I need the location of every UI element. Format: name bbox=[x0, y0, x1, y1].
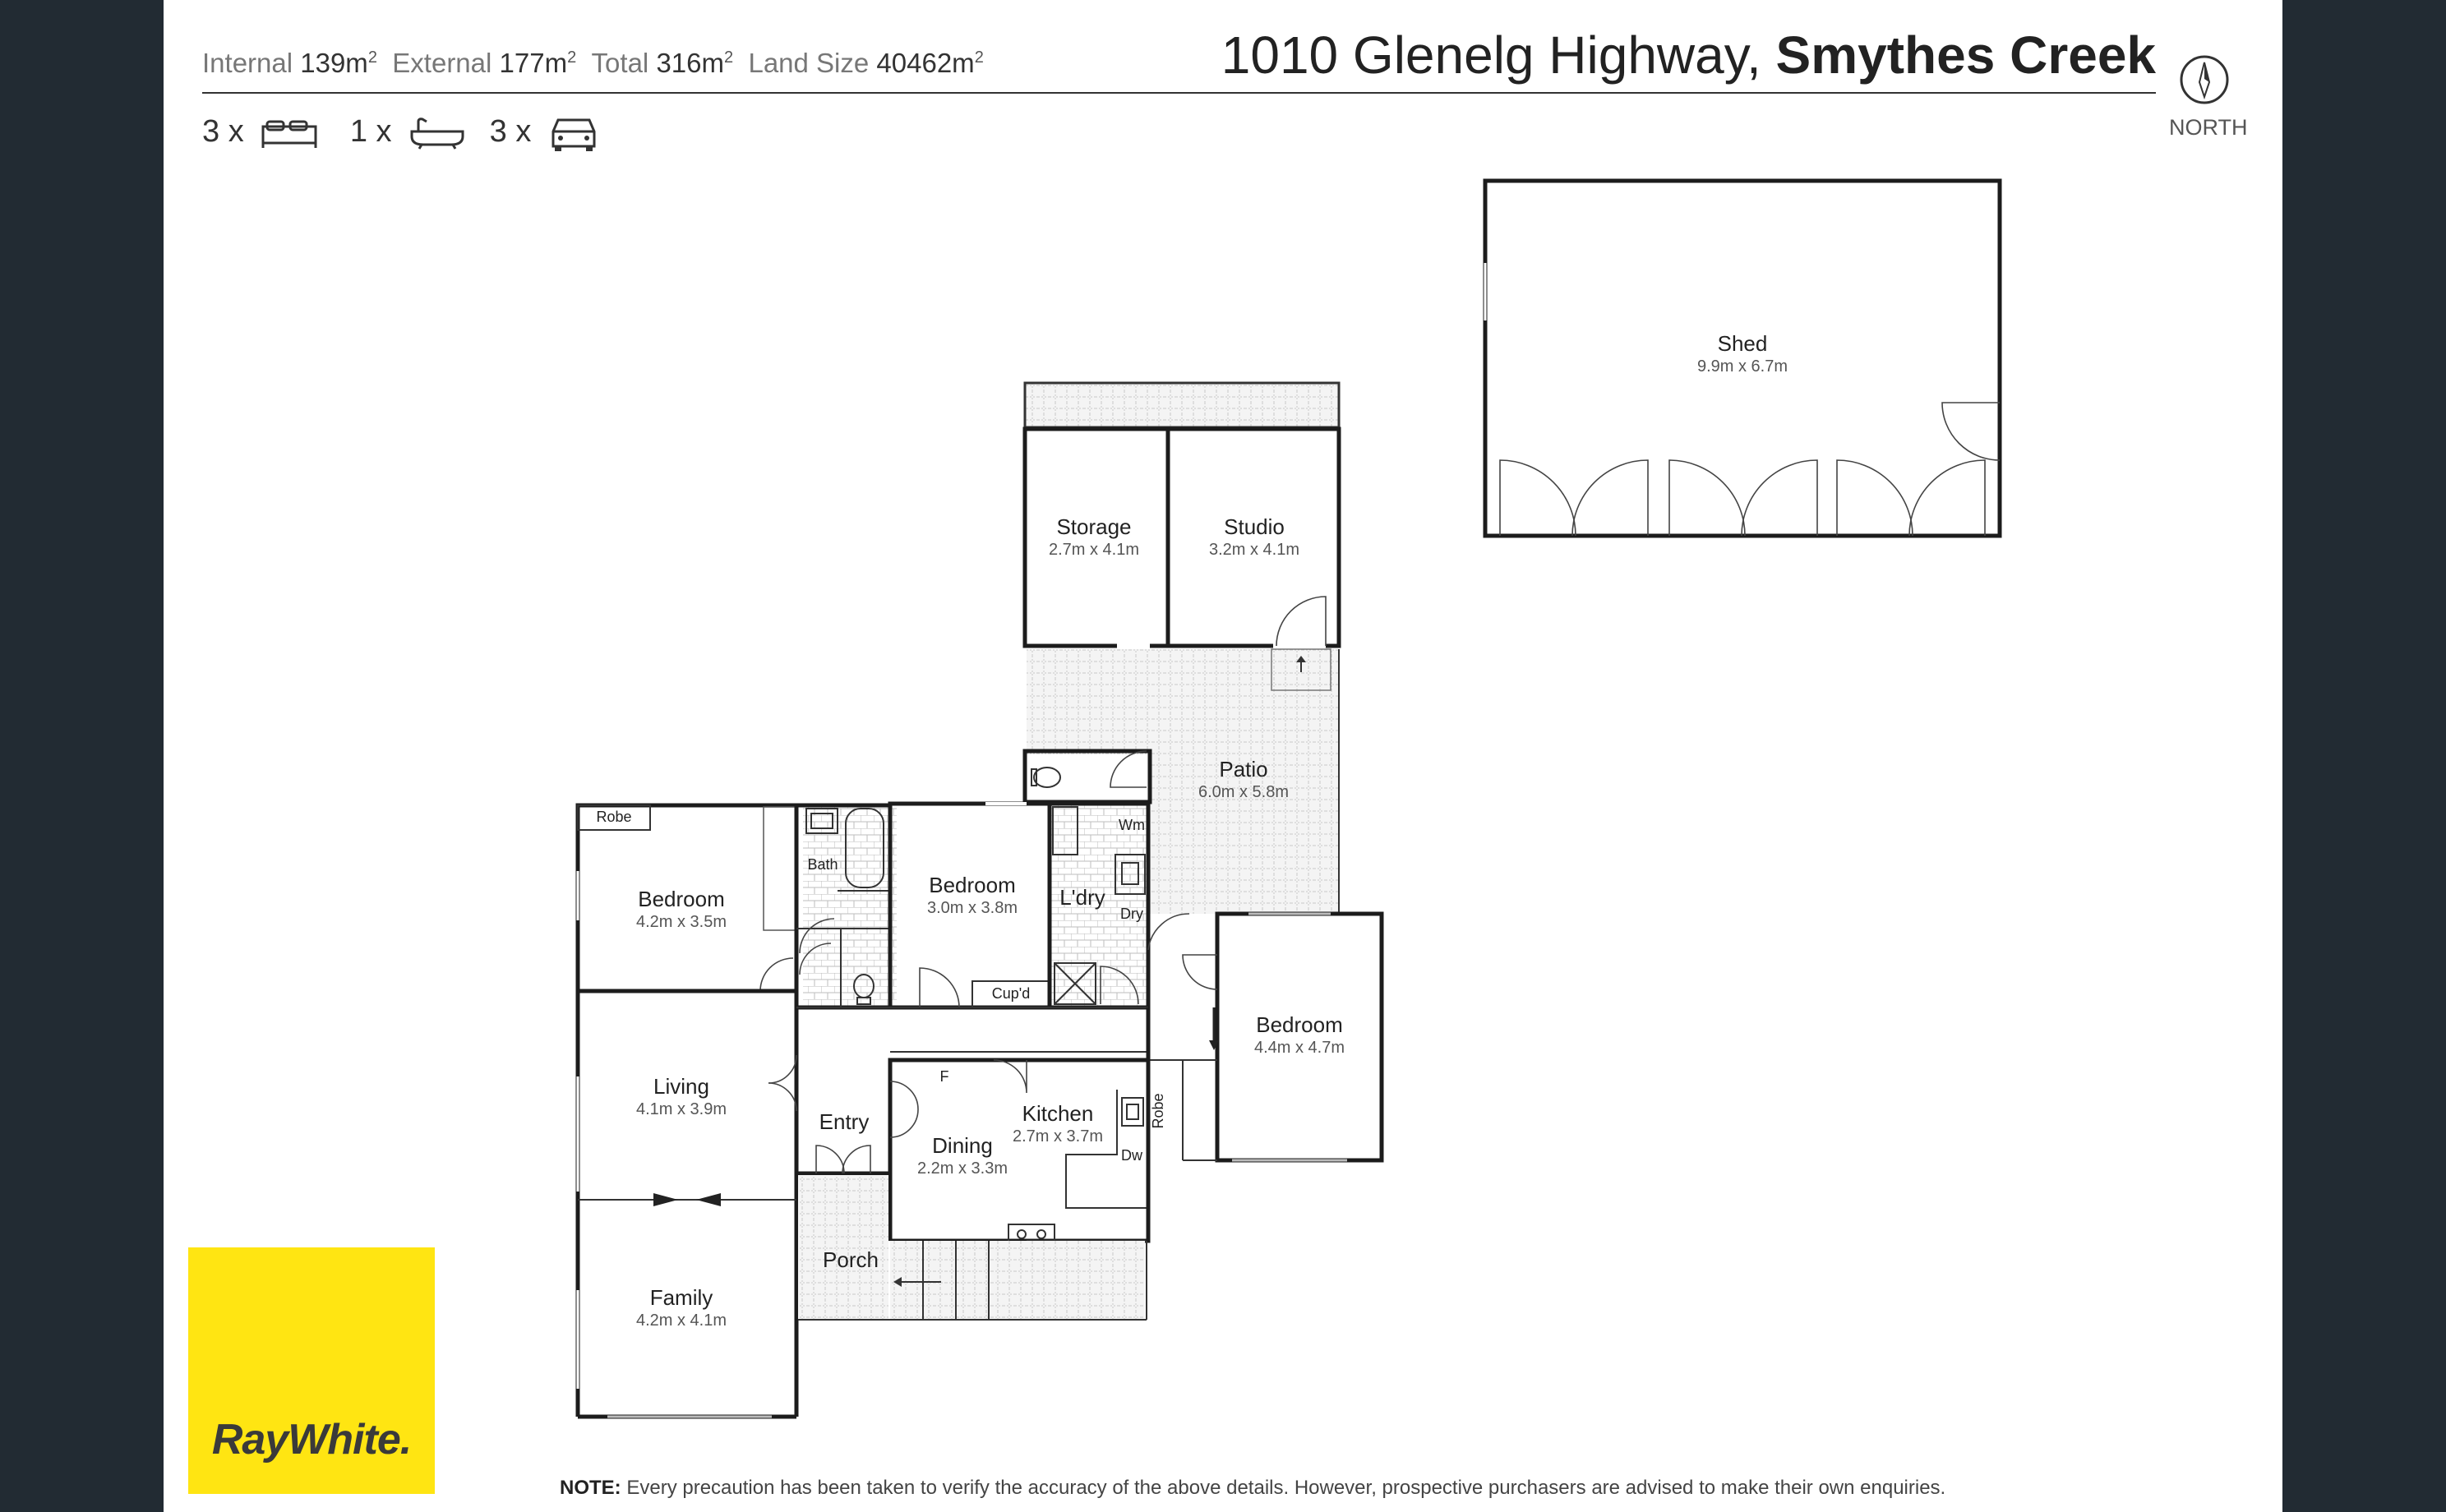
room-kitchen-name: Kitchen bbox=[1022, 1101, 1094, 1126]
patio-area bbox=[1027, 649, 1339, 914]
room-bedroom-centre-dims: 3.0m x 3.8m bbox=[927, 899, 1018, 917]
room-studio-dims: 3.2m x 4.1m bbox=[1209, 541, 1299, 559]
room-storage-name: Storage bbox=[1056, 514, 1131, 539]
room-living-name: Living bbox=[653, 1074, 709, 1099]
room-bedroom-west-name: Bedroom bbox=[638, 887, 725, 911]
raywhite-logo: RayWhite. bbox=[188, 1247, 435, 1494]
room-shed-name: Shed bbox=[1718, 331, 1768, 356]
bath-icon bbox=[410, 118, 464, 150]
robe-east-label: Robe bbox=[1150, 1093, 1166, 1128]
storage-studio-block: Storage 2.7m x 4.1m Studio 3.2m x 4.1m bbox=[1022, 426, 1341, 648]
area-stats: Internal 139m2 External 177m2 Total 316m… bbox=[202, 48, 984, 79]
room-kitchen-dims: 2.7m x 3.7m bbox=[1013, 1127, 1103, 1146]
room-dining-name: Dining bbox=[932, 1133, 993, 1158]
room-storage-dims: 2.7m x 4.1m bbox=[1049, 541, 1139, 559]
stat-land-label: Land Size bbox=[748, 48, 870, 78]
room-family-dims: 4.2m x 4.1m bbox=[636, 1311, 727, 1330]
room-bedroom-east-name: Bedroom bbox=[1256, 1012, 1343, 1037]
note-label: NOTE: bbox=[560, 1477, 621, 1499]
car-count: 3 x bbox=[489, 114, 532, 150]
floor-plan-sheet: Internal 139m2 External 177m2 Total 316m… bbox=[164, 0, 2282, 1512]
room-living-dims: 4.1m x 3.9m bbox=[636, 1100, 727, 1118]
stat-total-sup: 2 bbox=[724, 48, 734, 67]
stat-internal-sup: 2 bbox=[367, 48, 377, 67]
raywhite-logo-text: RayWhite. bbox=[211, 1416, 412, 1464]
north-compass-icon bbox=[2180, 55, 2229, 104]
room-bedroom-west-dims: 4.2m x 3.5m bbox=[636, 913, 727, 931]
note-text: Every precaution has been taken to verif… bbox=[626, 1477, 1946, 1499]
disclaimer-note: NOTE: Every precaution has been taken to… bbox=[560, 1477, 1945, 1500]
toilet-room bbox=[1022, 749, 1152, 804]
stat-external-sup: 2 bbox=[567, 48, 577, 67]
bed-icon bbox=[261, 120, 317, 148]
dryer-label: Dry bbox=[1120, 906, 1143, 922]
cupboard-label: Cup'd bbox=[992, 985, 1030, 1002]
room-patio-dims: 6.0m x 5.8m bbox=[1198, 783, 1289, 801]
room-entry-name: Entry bbox=[819, 1109, 870, 1134]
shed: Shed 9.9m x 6.7m bbox=[1483, 178, 2002, 538]
room-bedroom-east-dims: 4.4m x 4.7m bbox=[1254, 1039, 1345, 1057]
address-suburb: Smythes Creek bbox=[1775, 25, 2156, 85]
room-patio-name: Patio bbox=[1219, 757, 1267, 781]
feature-counts: 3 x 1 x 3 x bbox=[202, 113, 599, 153]
washing-machine-label: Wm bbox=[1119, 817, 1145, 833]
property-address: 1010 Glenelg Highway, Smythes Creek bbox=[1221, 25, 2156, 85]
floor-plan-drawing: Shed 9.9m x 6.7m Patio 6.0m x 5.8m Stora… bbox=[575, 178, 2002, 1419]
car-icon bbox=[552, 118, 596, 151]
stat-total-label: Total bbox=[591, 48, 649, 78]
address-street: 1010 Glenelg Highway, bbox=[1221, 25, 1761, 85]
room-bedroom-centre-name: Bedroom bbox=[929, 873, 1016, 897]
house-walls: Robe Bedroom 4.2m x 3.5m Bath Cup'd bbox=[575, 801, 1384, 1419]
stat-internal-value: 139m bbox=[300, 48, 368, 78]
stat-external-label: External bbox=[392, 48, 492, 78]
bathroom-area bbox=[803, 805, 897, 1007]
room-dining-dims: 2.2m x 3.3m bbox=[917, 1159, 1008, 1178]
header-rule bbox=[202, 92, 2156, 94]
bathroom-count: 1 x bbox=[349, 114, 392, 150]
room-laundry-name: L'dry bbox=[1059, 885, 1105, 910]
fridge-label: F bbox=[940, 1068, 949, 1085]
stat-land-value: 40462m bbox=[876, 48, 975, 78]
north-label: NORTH bbox=[2169, 115, 2248, 140]
robe-label: Robe bbox=[596, 809, 631, 825]
room-studio-name: Studio bbox=[1224, 514, 1285, 539]
stat-internal-label: Internal bbox=[202, 48, 293, 78]
bath-label: Bath bbox=[807, 856, 838, 873]
stat-external-value: 177m bbox=[499, 48, 568, 78]
bedroom-count: 3 x bbox=[202, 114, 244, 150]
room-porch-name: Porch bbox=[823, 1247, 879, 1272]
room-shed-dims: 9.9m x 6.7m bbox=[1697, 357, 1788, 376]
stat-total-value: 316m bbox=[656, 48, 724, 78]
stat-land-sup: 2 bbox=[974, 48, 984, 67]
verandah-strip bbox=[1023, 381, 1341, 429]
room-family-name: Family bbox=[650, 1285, 713, 1310]
dishwasher-label: Dw bbox=[1121, 1147, 1143, 1164]
